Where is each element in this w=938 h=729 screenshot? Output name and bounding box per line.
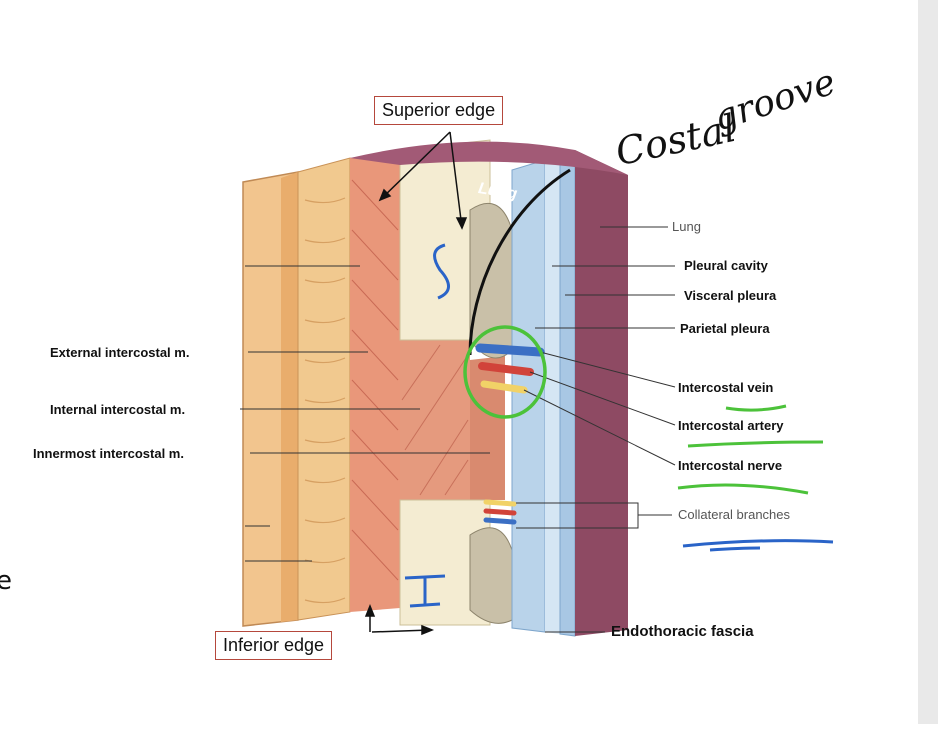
collateral-branches-label: Collateral branches [678,507,791,522]
internal-intercostal-label: Internal intercostal m. [50,402,186,417]
internal-muscle-fibers [401,344,469,496]
nerve-underline [677,483,809,495]
partial-slide-text: e [0,566,12,596]
inferior-rib-bone-section [469,527,513,624]
external-muscle-fibers [351,179,399,581]
collateral-underline [682,539,834,552]
intercostal-vein-vessel [475,343,545,357]
innermost-intercostal-label: Innermost intercostal m. [33,446,184,461]
collateral-artery [483,508,517,516]
right-leader-lines [516,226,676,633]
lung-label: Lung [672,219,701,234]
inferior-handwritten-mark [404,574,446,608]
fat-layer [297,157,351,621]
external-intercostal-label: External intercostal m. [50,345,190,360]
pleural-cavity-label: Pleural cavity [684,258,768,273]
costal-groove-circle [463,325,547,419]
intercostal-artery-vessel [478,362,534,376]
collateral-nerve [483,499,517,507]
innermost-intercostal-muscle [470,356,505,500]
visceral-pleura [559,153,576,637]
vertical-scrollbar[interactable] [918,0,938,724]
costal-groove-pointer [468,168,571,356]
edge-arrows [364,131,468,636]
intercostal-vein-label: Intercostal vein [678,380,774,395]
inferior-rib [399,499,491,626]
intercostal-nerve-label: Intercostal nerve [678,458,783,473]
external-intercostal-muscle [350,150,400,612]
pleural-cavity [545,156,560,634]
superior-rib-bone-section [469,202,513,359]
inferior-edge-box: Inferior edge [215,631,333,660]
left-leader-lines [240,265,490,562]
parietal-pleura-label: Parietal pleura [680,321,770,336]
internal-intercostal-muscle [400,340,470,500]
fat-lobules [304,197,346,604]
artery-underline [687,440,824,448]
lung-side [575,150,628,636]
superior-edge-box: Superior edge [374,96,504,125]
intercostal-artery-label: Intercostal artery [678,418,784,433]
superficial-fascia-edge [281,172,298,622]
collateral-vein [483,517,517,525]
vein-underline [725,404,787,412]
endothoracic-fascia-label: Endothoracic fascia [611,623,754,640]
visceral-pleura-label: Visceral pleura [684,288,777,303]
superior-handwritten-mark [433,243,450,300]
intercostal-nerve-vessel [480,380,528,394]
lung-top [350,141,628,175]
